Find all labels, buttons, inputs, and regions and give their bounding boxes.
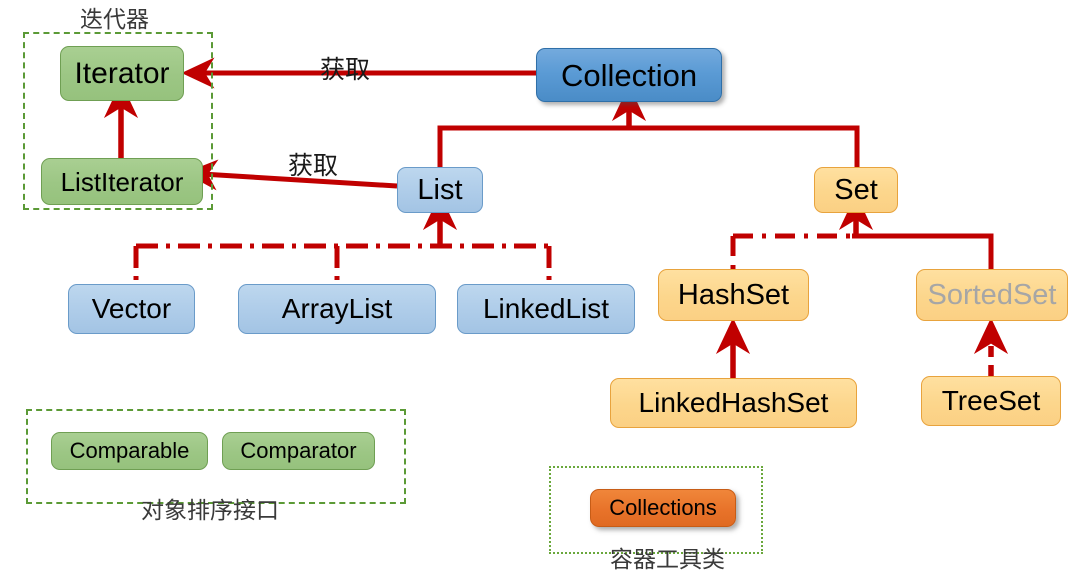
node-list[interactable]: List xyxy=(397,167,483,213)
node-treeset[interactable]: TreeSet xyxy=(921,376,1061,426)
edge-label-list-to-listiterator: 获取 xyxy=(288,151,339,180)
node-collections[interactable]: Collections xyxy=(590,489,736,527)
node-sortedset-label: SortedSet xyxy=(927,278,1057,311)
node-comparator-label: Comparator xyxy=(240,438,357,463)
node-comparable[interactable]: Comparable xyxy=(51,432,208,470)
node-hashset-label: HashSet xyxy=(677,278,790,311)
node-list-label: List xyxy=(417,173,463,206)
wire-bus-collection-children xyxy=(437,125,860,167)
node-arraylist[interactable]: ArrayList xyxy=(238,284,436,334)
node-listiterator-label: ListIterator xyxy=(60,166,184,197)
node-comparable-label: Comparable xyxy=(69,438,190,463)
node-iterator-label: Iterator xyxy=(74,56,170,90)
node-collections-label: Collections xyxy=(609,495,717,520)
node-arraylist-label: ArrayList xyxy=(281,293,393,324)
frame-iterator-group xyxy=(23,32,213,210)
node-listiterator[interactable]: ListIterator xyxy=(41,158,203,205)
frame-sorting-group xyxy=(26,409,406,504)
node-treeset-label: TreeSet xyxy=(941,385,1041,416)
frame-utility-group-label: 容器工具类 xyxy=(610,547,725,573)
node-linkedlist[interactable]: LinkedList xyxy=(457,284,635,334)
node-comparator[interactable]: Comparator xyxy=(222,432,375,470)
frame-iterator-group-label: 迭代器 xyxy=(80,7,149,33)
node-vector[interactable]: Vector xyxy=(68,284,195,334)
node-hashset[interactable]: HashSet xyxy=(658,269,809,321)
node-collection[interactable]: Collection xyxy=(536,48,722,102)
node-sortedset[interactable]: SortedSet xyxy=(916,269,1068,321)
node-iterator[interactable]: Iterator xyxy=(60,46,184,101)
node-vector-label: Vector xyxy=(91,293,172,324)
node-linkedhashset[interactable]: LinkedHashSet xyxy=(610,378,857,428)
node-set-label: Set xyxy=(834,173,878,206)
node-collection-label: Collection xyxy=(560,57,698,93)
frame-utility-group xyxy=(549,466,763,554)
node-linkedlist-label: LinkedList xyxy=(482,293,610,324)
node-linkedhashset-label: LinkedHashSet xyxy=(638,387,829,418)
wire-sortedset-bus xyxy=(852,233,994,269)
node-set[interactable]: Set xyxy=(814,167,898,213)
frame-sorting-group-label: 对象排序接口 xyxy=(141,498,279,524)
edge-label-collection-to-iterator: 获取 xyxy=(320,55,371,84)
